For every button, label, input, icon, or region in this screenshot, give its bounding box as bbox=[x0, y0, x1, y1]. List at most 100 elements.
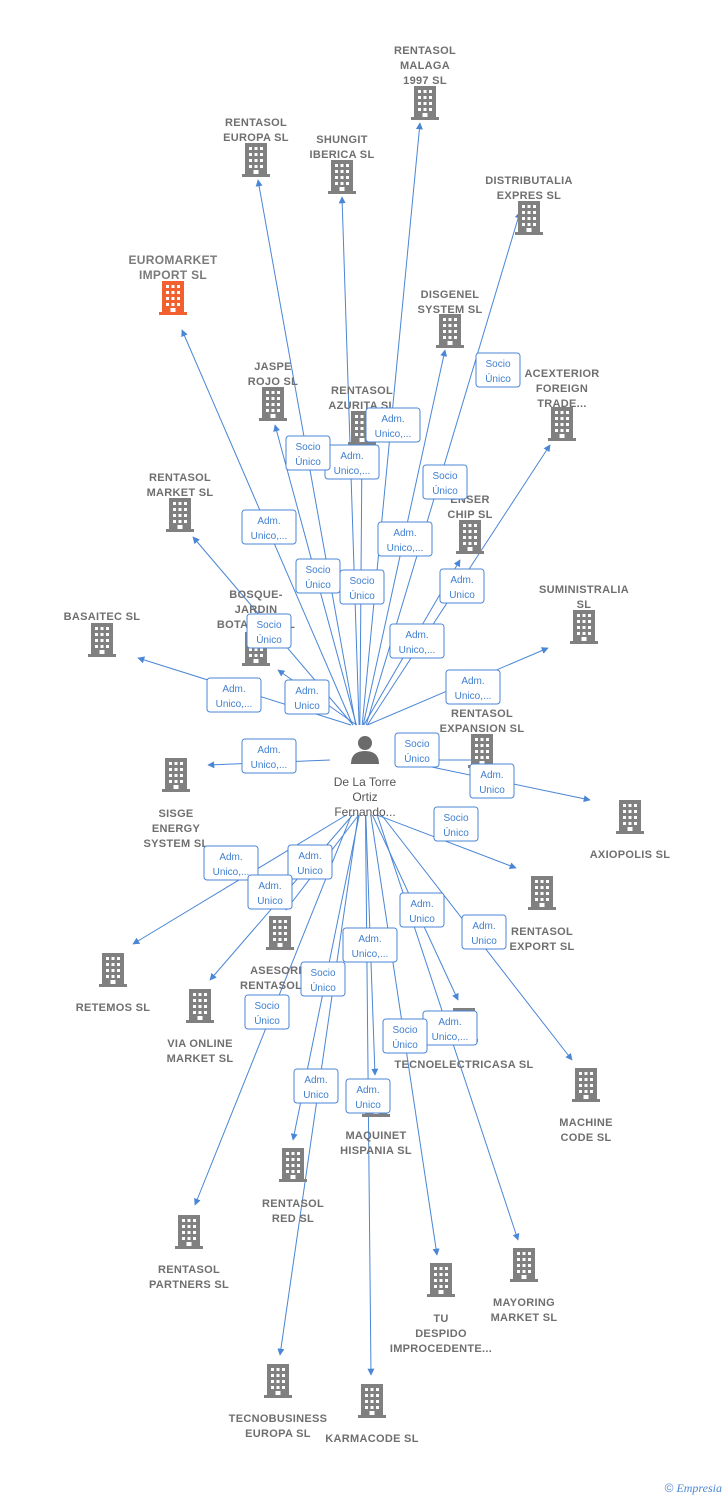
relation-label[interactable]: Adm.Unico,... bbox=[206, 677, 262, 713]
relation-label-text: Unico,... bbox=[213, 867, 250, 878]
relation-label[interactable]: Adm.Unico,... bbox=[241, 509, 297, 545]
relation-label-box bbox=[461, 914, 507, 950]
relation-label-text: Único bbox=[305, 578, 331, 591]
relation-label-box bbox=[345, 1078, 391, 1114]
relation-label-text: Socio bbox=[404, 739, 429, 750]
relation-label-text: Adm. bbox=[381, 414, 404, 425]
relation-label[interactable]: Adm.Unico bbox=[293, 1068, 339, 1104]
company-node-tecnoelectricasa[interactable]: TECNOELECTRICASA SL bbox=[394, 1008, 533, 1071]
relation-label-box bbox=[342, 927, 398, 963]
relation-label[interactable]: Adm.Unico bbox=[287, 844, 333, 880]
building-icon bbox=[436, 314, 464, 348]
relation-label-box bbox=[475, 352, 521, 388]
company-node-retemos[interactable]: RETEMOS SL bbox=[76, 953, 151, 1014]
building-icon bbox=[166, 498, 194, 532]
building-icon bbox=[616, 800, 644, 834]
relation-label-text: Unico,... bbox=[455, 691, 492, 702]
company-label: TECNOELECTRICASA SL bbox=[394, 1059, 533, 1071]
relation-label[interactable]: Adm.Unico,... bbox=[324, 444, 380, 480]
relation-label[interactable]: Adm.Unico,... bbox=[445, 669, 501, 705]
relation-label-text: Unico bbox=[409, 914, 435, 925]
relation-label[interactable]: Adm.Unico bbox=[461, 914, 507, 950]
relation-label[interactable]: Adm.Unico bbox=[399, 892, 445, 928]
company-node-axiopolis[interactable]: AXIOPOLIS SL bbox=[590, 800, 671, 861]
relation-label-text: Socio bbox=[443, 813, 468, 824]
company-label: KARMACODE SL bbox=[325, 1433, 418, 1445]
relation-label[interactable]: Adm.Unico,... bbox=[241, 738, 297, 774]
relation-label-text: Socio bbox=[310, 968, 335, 979]
copyright-notice: ©Empresia bbox=[665, 1481, 722, 1496]
relation-label-box bbox=[399, 892, 445, 928]
relation-label-box bbox=[422, 464, 468, 500]
relation-label-text: Adm. bbox=[393, 528, 416, 539]
relation-label-text: Unico,... bbox=[251, 531, 288, 542]
relation-label-text: Socio bbox=[392, 1025, 417, 1036]
relation-label-box bbox=[244, 994, 290, 1030]
relation-label[interactable]: Adm.Unico,... bbox=[377, 521, 433, 557]
company-node-basaitec[interactable]: BASAITEC SL bbox=[64, 611, 141, 657]
building-icon bbox=[242, 143, 270, 177]
building-icon bbox=[279, 1148, 307, 1182]
company-node-karmacode[interactable]: KARMACODE SL bbox=[325, 1384, 418, 1445]
relation-label[interactable]: Adm.Unico bbox=[469, 763, 515, 799]
relation-label-text: Adm. bbox=[472, 921, 495, 932]
relation-label[interactable]: Adm.Unico,... bbox=[389, 623, 445, 659]
building-icon bbox=[175, 1215, 203, 1249]
building-icon bbox=[186, 989, 214, 1023]
relation-label[interactable]: Adm.Unico bbox=[439, 568, 485, 604]
relation-label-text: Unico bbox=[303, 1090, 329, 1101]
relation-label[interactable]: Adm.Unico,... bbox=[342, 927, 398, 963]
relation-label[interactable]: Adm.Unico bbox=[345, 1078, 391, 1114]
brand-logo[interactable]: Empresia bbox=[676, 1481, 722, 1495]
relation-label-text: Socio bbox=[305, 565, 330, 576]
relation-label[interactable]: Adm.Unico bbox=[284, 679, 330, 715]
relation-label[interactable]: Adm.Unico bbox=[247, 874, 293, 910]
building-icon bbox=[259, 387, 287, 421]
relation-label[interactable]: Adm.Unico,... bbox=[365, 407, 421, 443]
relation-label-box bbox=[300, 961, 346, 997]
relation-label[interactable]: Adm.Unico,... bbox=[422, 1010, 478, 1046]
relation-label-box bbox=[203, 845, 259, 881]
relation-label[interactable]: Adm.Unico,... bbox=[203, 845, 259, 881]
